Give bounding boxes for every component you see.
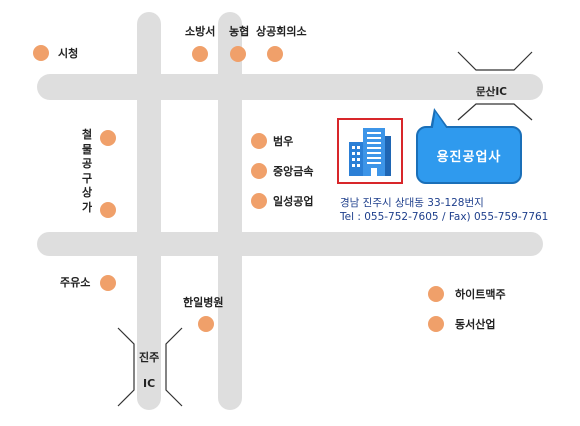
label-hardware-street: 철물공구상가: [81, 128, 93, 214]
marker-jungang: [251, 163, 267, 179]
label-chamber: 상공회의소: [256, 25, 307, 38]
company-address: 경남 진주시 상대동 33-128번지: [340, 197, 484, 209]
bubble-tail-inner: [429, 112, 448, 130]
company-marker: [337, 118, 403, 184]
label-dongseo: 동서산업: [455, 318, 496, 331]
marker-hite: [428, 286, 444, 302]
company-address-block: 경남 진주시 상대동 33-128번지 Tel : 055-752-7605 /…: [340, 196, 548, 224]
label-hanil: 한일병원: [183, 296, 224, 309]
ic-ramp-left: [117, 327, 135, 407]
label-jungang: 중앙금속: [273, 165, 314, 178]
marker-nonghyup: [230, 46, 246, 62]
label-fire-station: 소방서: [185, 25, 216, 38]
marker-hardware-street-top: [100, 130, 116, 146]
ic-ramp-right: [165, 327, 183, 407]
marker-ilseong: [251, 193, 267, 209]
label-jinju: 진주: [139, 351, 160, 364]
marker-beomwoo: [251, 133, 267, 149]
marker-gas-station: [100, 275, 116, 291]
ic-ramp-bottom: [457, 103, 533, 121]
label-beomwoo: 범우: [273, 135, 294, 148]
road-horizontal-top: [37, 74, 543, 100]
marker-city-hall: [33, 45, 49, 61]
label-ilseong: 일성공업: [273, 195, 314, 208]
road-vertical-left: [137, 12, 161, 410]
ic-ramp-top: [457, 51, 533, 71]
label-nonghyup: 농협: [229, 25, 250, 38]
marker-fire-station: [192, 46, 208, 62]
company-name: 용진공업사: [436, 149, 502, 165]
marker-dongseo: [428, 316, 444, 332]
road-vertical-right: [218, 12, 242, 410]
label-hite: 하이트맥주: [455, 288, 506, 301]
marker-chamber: [267, 46, 283, 62]
company-name-bubble: 용진공업사: [416, 126, 522, 184]
company-phone: Tel : 055-752-7605 / Fax) 055-759-7761: [340, 211, 549, 223]
label-munsan-ic: 문산IC: [476, 86, 507, 98]
building-icon: [349, 128, 391, 176]
road-horizontal-middle: [37, 232, 543, 256]
marker-hanil: [198, 316, 214, 332]
label-jinju-ic: IC: [143, 377, 156, 390]
label-gas-station: 주유소: [60, 276, 91, 289]
marker-hardware-street-bottom: [100, 202, 116, 218]
label-city-hall: 시청: [58, 47, 79, 60]
